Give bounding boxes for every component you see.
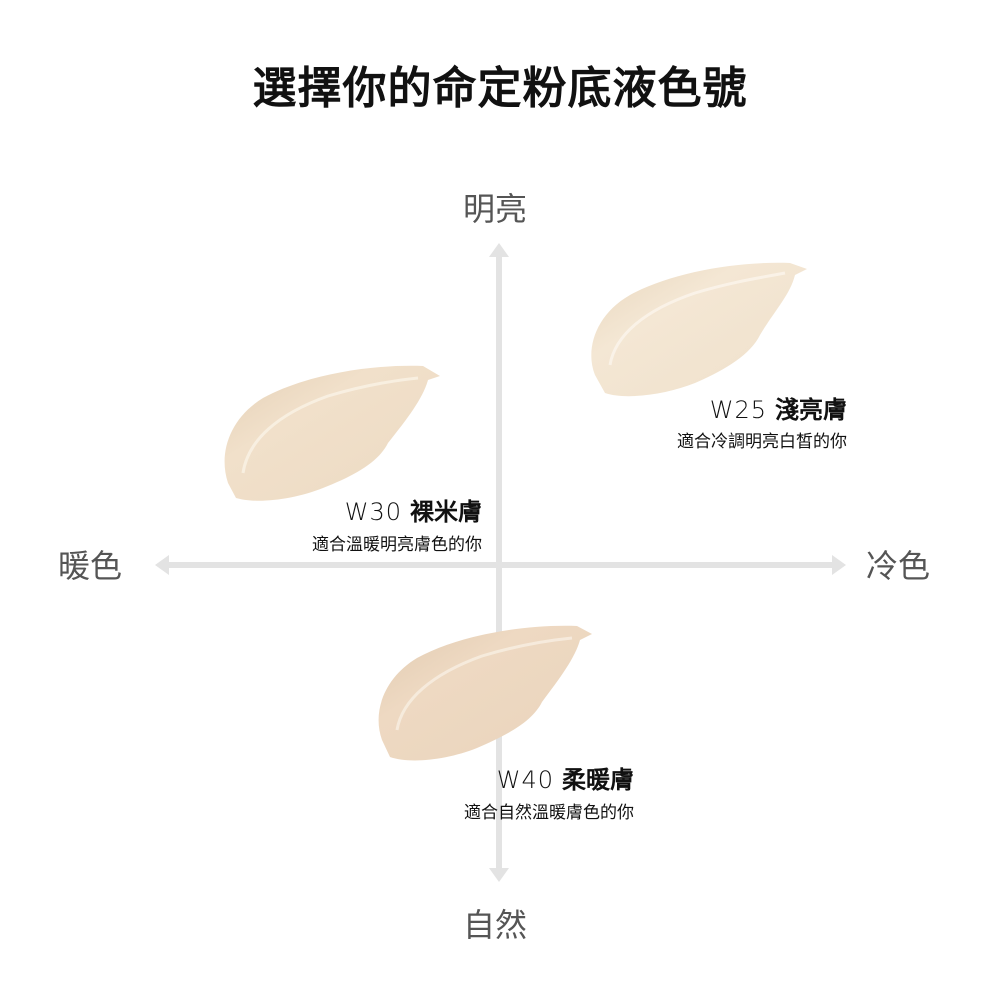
arrow-left-icon — [155, 555, 169, 575]
shade-desc-w30: 適合溫暖明亮膚色的你 — [312, 535, 482, 555]
axis-label-bright: 明亮 — [463, 190, 528, 228]
shade-code: W40 — [496, 766, 554, 794]
arrow-right-icon — [832, 555, 846, 575]
page-title: 選擇你的命定粉底液色號 — [252, 63, 748, 114]
shade-name-w30: W30 裸米膚 — [345, 492, 482, 527]
horizontal-axis-line — [168, 562, 832, 568]
swatch-w40-foundation-smear-icon — [378, 625, 592, 761]
axis-label-cool: 冷色 — [866, 547, 931, 585]
shade-code: W25 — [709, 396, 767, 424]
swatch-w30-foundation-smear-icon — [224, 365, 440, 501]
axis-label-natural: 自然 — [463, 906, 528, 944]
swatch-w25-foundation-smear-icon — [591, 262, 807, 397]
shade-name-w40: W40 柔暖膚 — [497, 760, 634, 795]
shade-desc-w40: 適合自然溫暖膚色的你 — [464, 803, 634, 823]
shade-label: 淺亮膚 — [775, 396, 847, 424]
shade-label: 裸米膚 — [410, 498, 482, 526]
arrow-down-icon — [489, 868, 509, 882]
axis-label-warm: 暖色 — [58, 547, 123, 585]
shade-name-w25: W25 淺亮膚 — [710, 390, 847, 425]
arrow-up-icon — [489, 243, 509, 257]
shade-code: W30 — [344, 498, 402, 526]
shade-desc-w25: 適合冷調明亮白皙的你 — [677, 432, 847, 452]
shade-label: 柔暖膚 — [562, 766, 634, 794]
